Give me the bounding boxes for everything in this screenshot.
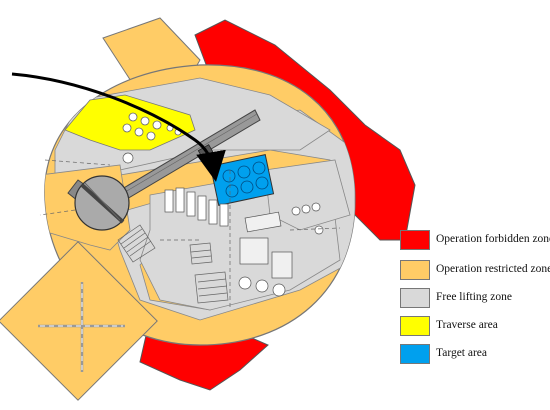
legend-item-traverse: Traverse area [400, 316, 548, 338]
legend-swatch-free-lifting [400, 288, 430, 308]
legend-swatch-restricted [400, 260, 430, 280]
equipment-tank-group [122, 152, 324, 297]
legend-item-free-lifting: Free lifting zone [400, 288, 548, 310]
legend-label-free-lifting: Free lifting zone [436, 291, 513, 303]
site-dashed-lines [39, 159, 341, 310]
legend-item-forbidden: Operation forbidden zone [400, 230, 550, 252]
equipment-block-rows [164, 187, 229, 227]
traverse-area [64, 94, 196, 151]
crane-icon [67, 109, 261, 231]
stair-structures [117, 224, 229, 304]
legend-label-traverse: Traverse area [436, 319, 498, 331]
legend-label-forbidden: Operation forbidden zone [436, 233, 550, 245]
restricted-zone-square [0, 241, 158, 401]
legend-item-target: Target area [400, 344, 548, 366]
legend-item-restricted: Operation restricted zone [400, 260, 550, 282]
target-area-tanks [222, 161, 269, 198]
legend-label-restricted: Operation restricted zone [436, 263, 550, 275]
square-crosshair-marks [40, 284, 123, 370]
free-lifting-zone-right [264, 159, 351, 231]
equipment-block-building [239, 211, 293, 279]
legend-swatch-traverse [400, 316, 430, 336]
legend-swatch-target [400, 344, 430, 364]
legend-swatch-forbidden [400, 230, 430, 250]
legend-label-target: Target area [436, 347, 488, 359]
lifting-path-arrow-icon [11, 72, 226, 182]
